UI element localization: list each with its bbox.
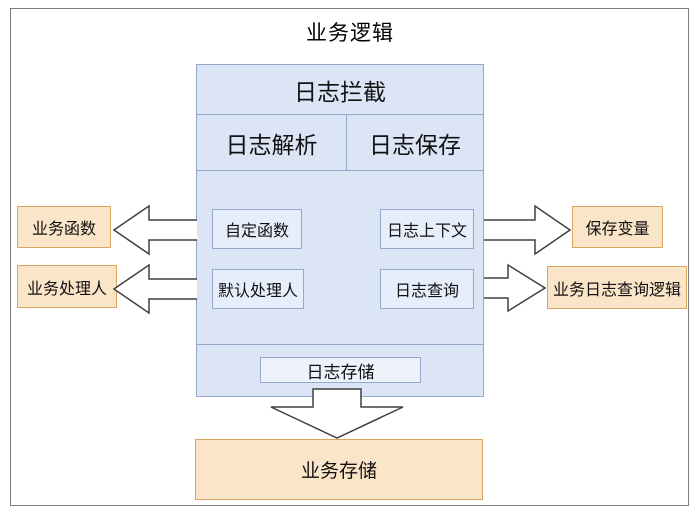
diagram-title: 业务逻辑 xyxy=(306,21,394,45)
arrow-right-bottom xyxy=(483,263,547,313)
node-log-storage: 日志存储 xyxy=(260,357,421,383)
arrow-right-top xyxy=(483,204,572,256)
arrow-right-icon xyxy=(484,263,547,313)
column-row: 日志解析 日志保存 xyxy=(197,115,483,171)
arrow-down-icon xyxy=(270,388,404,439)
node-log-query: 日志查询 xyxy=(380,269,474,309)
node-save-variable: 保存变量 xyxy=(572,206,663,248)
arrow-down xyxy=(270,388,405,440)
column-log-parse: 日志解析 xyxy=(197,115,347,170)
arrow-left-icon xyxy=(112,263,197,315)
node-default-handler: 默认处理人 xyxy=(212,269,304,309)
arrow-right-icon xyxy=(484,204,572,256)
node-business-function: 业务函数 xyxy=(17,206,111,248)
arrow-left-icon xyxy=(112,204,197,256)
arrow-left-bottom xyxy=(112,263,198,315)
log-intercept-header: 日志拦截 xyxy=(197,65,483,115)
node-log-context: 日志上下文 xyxy=(380,209,474,249)
node-custom-function: 自定函数 xyxy=(212,209,302,249)
log-intercept-container: 日志拦截 日志解析 日志保存 自定函数 日志上下文 默认处理人 日志查询 日志存… xyxy=(196,64,484,397)
node-business-log-query-logic: 业务日志查询逻辑 xyxy=(547,266,687,309)
storage-strip-divider xyxy=(197,344,483,345)
node-business-storage: 业务存储 xyxy=(195,439,483,500)
node-business-handler: 业务处理人 xyxy=(17,265,117,308)
arrow-left-top xyxy=(112,204,198,256)
column-log-save: 日志保存 xyxy=(369,132,461,159)
